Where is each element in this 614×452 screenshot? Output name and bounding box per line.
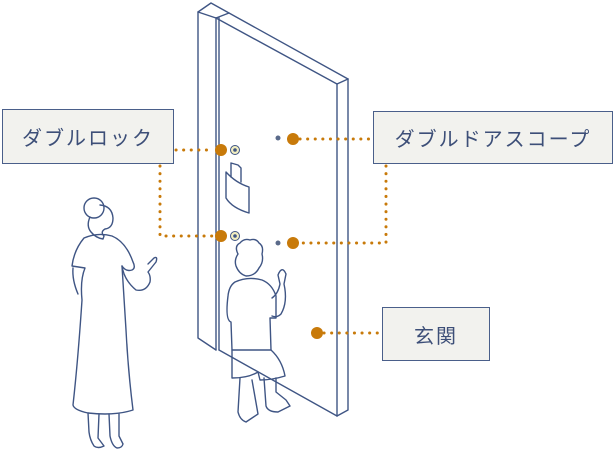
label-entrance-text: 玄関 — [414, 323, 458, 348]
label-double-door-scope: ダブルドアスコープ — [373, 111, 613, 164]
callout-dot-entrance — [311, 327, 323, 339]
lock-cylinder-icon — [230, 145, 240, 155]
leader-line-lock-branch — [158, 164, 216, 238]
label-double-lock-text: ダブルロック — [22, 126, 154, 150]
peephole-icon — [275, 135, 281, 141]
callout-dot-scope-lower — [287, 237, 299, 249]
door-frame — [197, 2, 349, 417]
callout-dot-lock-upper — [215, 144, 227, 156]
callout-dot-lock-lower — [215, 230, 227, 242]
leader-line-scope-branch — [298, 164, 388, 245]
callout-dot-scope-upper — [287, 133, 299, 145]
boy-figure — [226, 238, 291, 423]
peephole-icon — [275, 240, 281, 246]
door-bottom-edge — [218, 349, 338, 417]
mail-slot-icon — [225, 162, 250, 214]
label-double-door-scope-text: ダブルドアスコープ — [394, 127, 592, 151]
label-double-lock: ダブルロック — [2, 109, 174, 164]
lock-cylinder-icon — [230, 231, 240, 241]
label-entrance: 玄関 — [382, 307, 490, 361]
woman-figure — [71, 197, 158, 449]
